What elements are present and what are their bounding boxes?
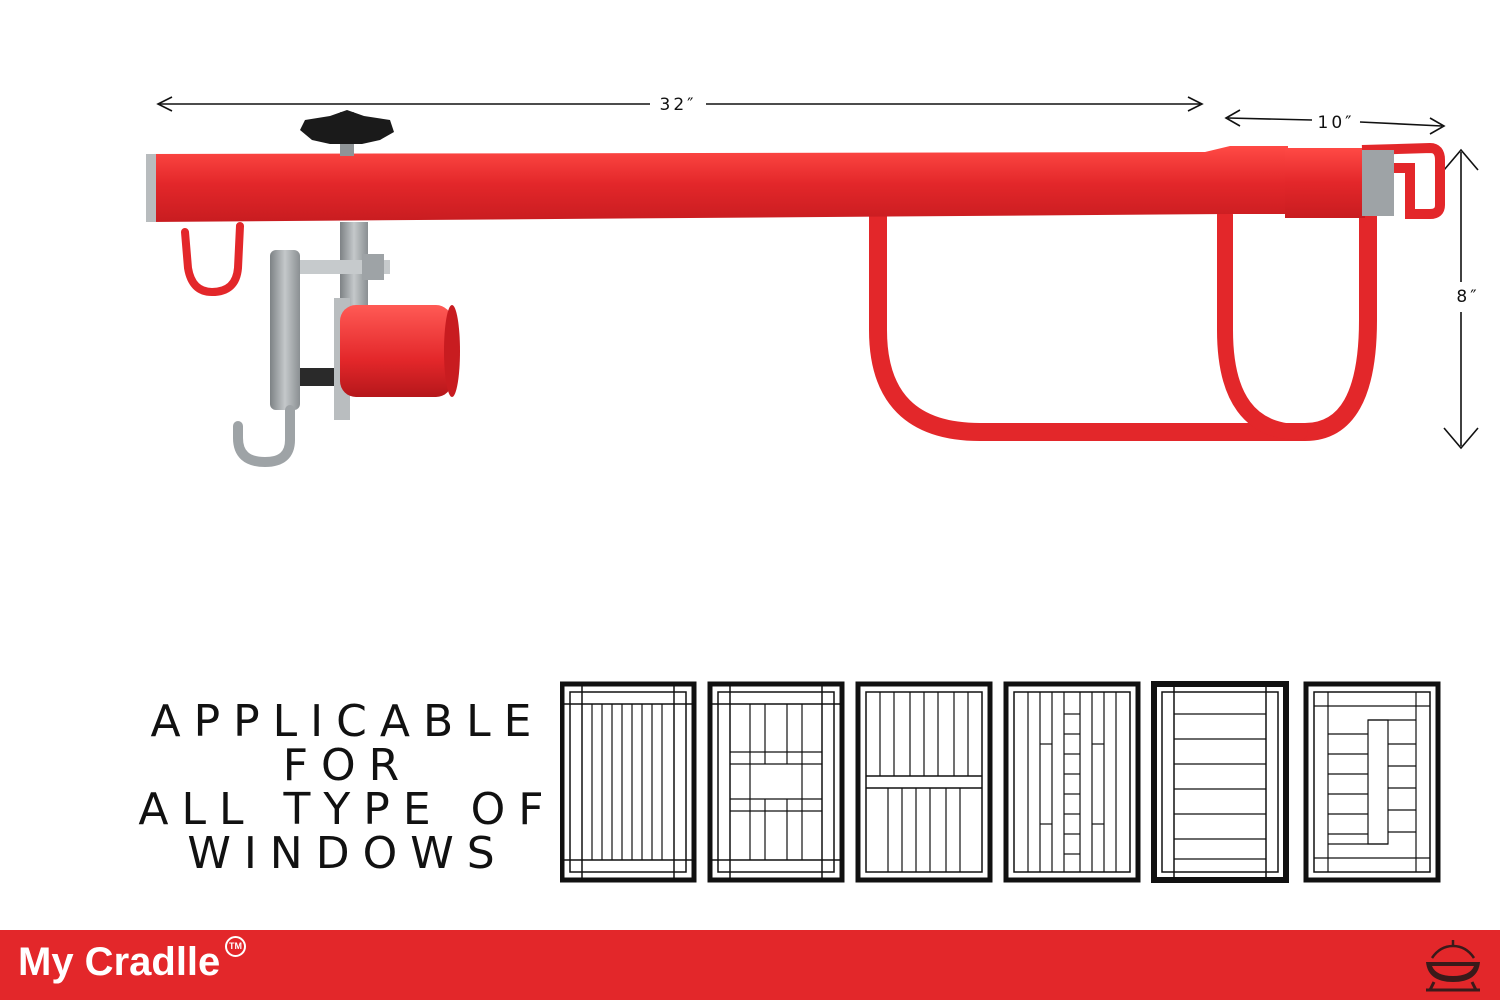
length-dimension: 32″ <box>156 95 1204 115</box>
window-styles-row <box>560 681 1441 883</box>
depth-dimension: 10″ <box>1224 109 1446 135</box>
footer-bar: My Cradlle TM <box>0 930 1500 1000</box>
height-label: 8″ <box>1456 287 1479 307</box>
side-hook <box>181 222 244 297</box>
tagline-line-1: APPLICABLE <box>150 696 545 747</box>
knob-icon <box>300 110 394 156</box>
trademark-badge: TM <box>225 936 246 957</box>
length-label: 32″ <box>660 95 697 115</box>
motor-unit <box>340 305 460 397</box>
depth-label: 10″ <box>1318 113 1355 133</box>
window-maze-icon <box>1303 681 1441 883</box>
height-dimension: 8″ <box>1443 148 1479 450</box>
product-illustration: 32″ 10″ 8″ <box>146 95 1479 468</box>
compatibility-tagline: APPLICABLE FOR ALL TYPE OF WINDOWS <box>120 700 575 876</box>
window-ladder-icon <box>1003 681 1141 883</box>
window-clamp-loop <box>869 206 1377 441</box>
window-horizontal-bars-icon <box>1151 681 1289 883</box>
tagline-line-3: ALL TYPE OF <box>138 784 557 835</box>
tagline-line-4: WINDOWS <box>187 828 508 879</box>
window-vertical-bars-icon <box>560 681 697 883</box>
brand-name: My Cradlle <box>18 940 221 984</box>
window-center-grid-icon <box>707 681 845 883</box>
window-split-bars-icon <box>855 681 993 883</box>
main-bar <box>146 142 1445 222</box>
tagline-line-2: FOR <box>282 740 413 791</box>
cradle-logo-icon <box>1426 940 1480 992</box>
